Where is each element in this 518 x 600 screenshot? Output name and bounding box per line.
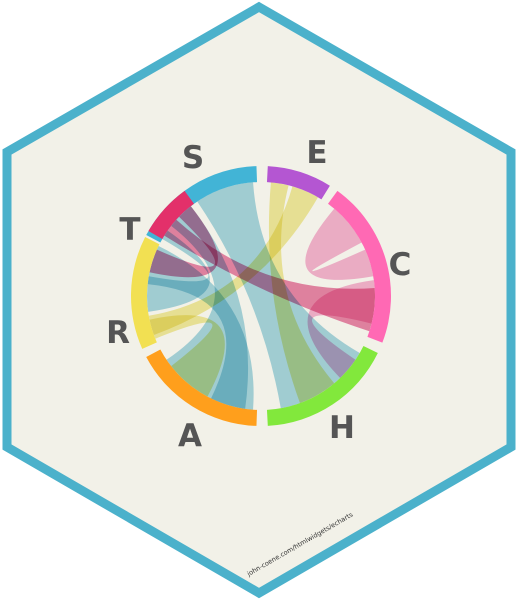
arc-t (148, 190, 194, 239)
arc-r (131, 236, 160, 349)
ribbon-e-h (268, 182, 335, 404)
arc-a (146, 349, 258, 426)
label-c: C (389, 247, 412, 283)
label-s: S (182, 140, 204, 176)
arc-c (328, 190, 392, 343)
label-h: H (329, 410, 355, 446)
label-a: A (178, 418, 202, 454)
label-r: R (106, 315, 130, 351)
ribbon-c-c (305, 208, 374, 280)
segment-labels: S E C H A R T (106, 135, 411, 454)
ribbon-a-r (147, 246, 254, 410)
label-e: E (306, 135, 327, 171)
chord-arcs (131, 166, 392, 426)
arc-h (266, 345, 378, 426)
arc-s (146, 166, 258, 243)
ribbon-t-c (164, 219, 375, 332)
chord-ribbons (146, 182, 375, 410)
arc-e (266, 166, 330, 200)
label-t: T (119, 212, 140, 248)
ribbon-r-a (149, 315, 225, 397)
